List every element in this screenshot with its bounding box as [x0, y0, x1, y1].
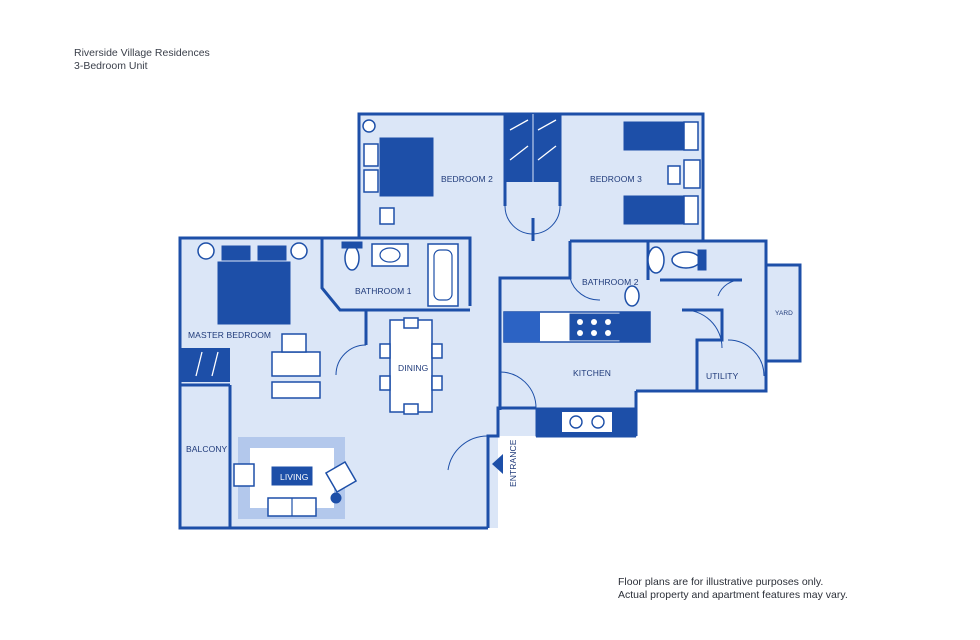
toilet-icon: [671, 251, 701, 269]
label-bedroom-2: BEDROOM 2: [441, 174, 493, 184]
label-master-bedroom: MASTER BEDROOM: [188, 330, 271, 340]
living-label-box: [271, 466, 313, 486]
bed-icon: [363, 137, 434, 197]
label-balcony: BALCONY: [186, 444, 228, 454]
label-living: LIVING: [280, 472, 308, 482]
room-labels: BEDROOM 2 BEDROOM 3 MASTER BEDROOM BATHR…: [186, 174, 793, 487]
closets: [180, 114, 560, 382]
armchair-icon: [233, 463, 255, 487]
sink-icon: [647, 246, 665, 274]
plan-header: Riverside Village Residences 3-Bedroom U…: [74, 47, 210, 73]
desk-icon: [271, 351, 321, 377]
sink-icon: [371, 243, 409, 267]
entrance-arrow-icon: [492, 454, 503, 474]
side-table-icon: [330, 492, 342, 504]
label-bathroom-1: BATHROOM 1: [355, 286, 412, 296]
lamp-icon: [197, 242, 215, 260]
label-bedroom-3: BEDROOM 3: [590, 174, 642, 184]
lamp-icon: [290, 242, 308, 260]
disclaimer-line-1: Floor plans are for illustrative purpose…: [618, 576, 824, 588]
dresser-icon: [271, 381, 321, 399]
chair-icon: [379, 207, 395, 225]
chair-icon: [667, 165, 681, 185]
toilet-icon: [344, 245, 360, 271]
disclaimer-line-2: Actual property and apartment features m…: [618, 589, 848, 601]
dining-table-icon: [379, 317, 443, 415]
chair-icon: [281, 333, 307, 353]
bathtub-icon: [427, 243, 459, 307]
door-swings: [335, 205, 765, 471]
label-utility: UTILITY: [706, 371, 739, 381]
unit-type: 3-Bedroom Unit: [74, 60, 148, 72]
property-name: Riverside Village Residences: [74, 47, 210, 59]
bed-icon: [217, 245, 291, 325]
label-dining: DINING: [398, 363, 428, 373]
lamp-icon: [362, 119, 376, 133]
toilet-icon: [624, 285, 640, 307]
label-kitchen: KITCHEN: [573, 368, 611, 378]
stove-icon: [569, 313, 621, 341]
label-entrance: ENTRANCE: [508, 439, 518, 487]
armchair-icon: [324, 460, 358, 494]
twin-bed-icon: [623, 121, 699, 225]
label-bathroom-2: BATHROOM 2: [582, 277, 639, 287]
label-yard: YARD: [775, 310, 793, 317]
nightstand-icon: [683, 159, 701, 189]
refrigerator-icon: [504, 312, 540, 342]
disclaimer: Floor plans are for illustrative purpose…: [618, 576, 848, 602]
double-sink-icon: [562, 412, 612, 432]
furniture: [197, 119, 707, 519]
